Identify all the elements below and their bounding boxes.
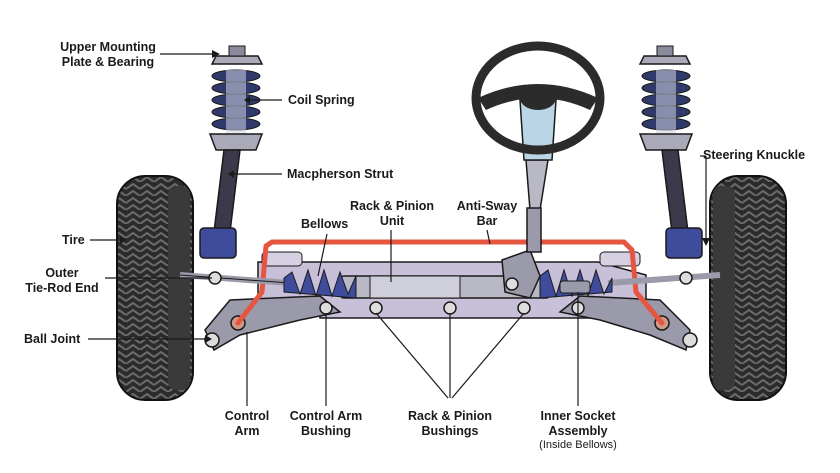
arrowheads xyxy=(120,50,710,343)
left-strut xyxy=(199,45,264,259)
left-control-arm xyxy=(204,295,342,352)
inner-socket-note: (Inside Bellows) xyxy=(539,439,617,451)
anti-sway-bar xyxy=(235,239,665,326)
tie-rods xyxy=(179,271,721,286)
label-inner-socket-assembly: Inner Socket Assembly (Inside Bellows) xyxy=(526,409,630,452)
label-ball-joint: Ball Joint xyxy=(24,332,81,346)
steering-wheel xyxy=(471,41,605,155)
label-outer-tie-rod-end: Outer Tie-Rod End xyxy=(25,266,99,295)
steering-column xyxy=(519,99,557,253)
label-anti-sway-bar: Anti-Sway Bar xyxy=(456,199,518,228)
right-tire xyxy=(709,175,787,401)
label-coil-spring: Coil Spring xyxy=(288,93,355,107)
bellows-left xyxy=(283,268,357,299)
label-upper-mounting: Upper Mounting Plate & Bearing xyxy=(60,40,156,69)
label-control-arm: Control Arm xyxy=(224,409,270,438)
leader-lines xyxy=(88,53,707,406)
label-tire: Tire xyxy=(62,233,85,247)
label-steering-knuckle: Steering Knuckle xyxy=(703,148,806,162)
label-rack-pinion-bushings: Rack & Pinion Bushings xyxy=(407,409,493,438)
bellows-right xyxy=(539,268,613,299)
label-macpherson-strut: Macpherson Strut xyxy=(287,167,394,181)
right-strut xyxy=(638,45,703,259)
pinion-housing xyxy=(501,249,541,299)
left-tire xyxy=(116,175,194,401)
label-control-arm-bushing: Control Arm Bushing xyxy=(289,409,363,438)
label-rack-pinion-unit: Rack & Pinion Unit xyxy=(350,199,435,228)
label-bellows: Bellows xyxy=(301,217,349,231)
